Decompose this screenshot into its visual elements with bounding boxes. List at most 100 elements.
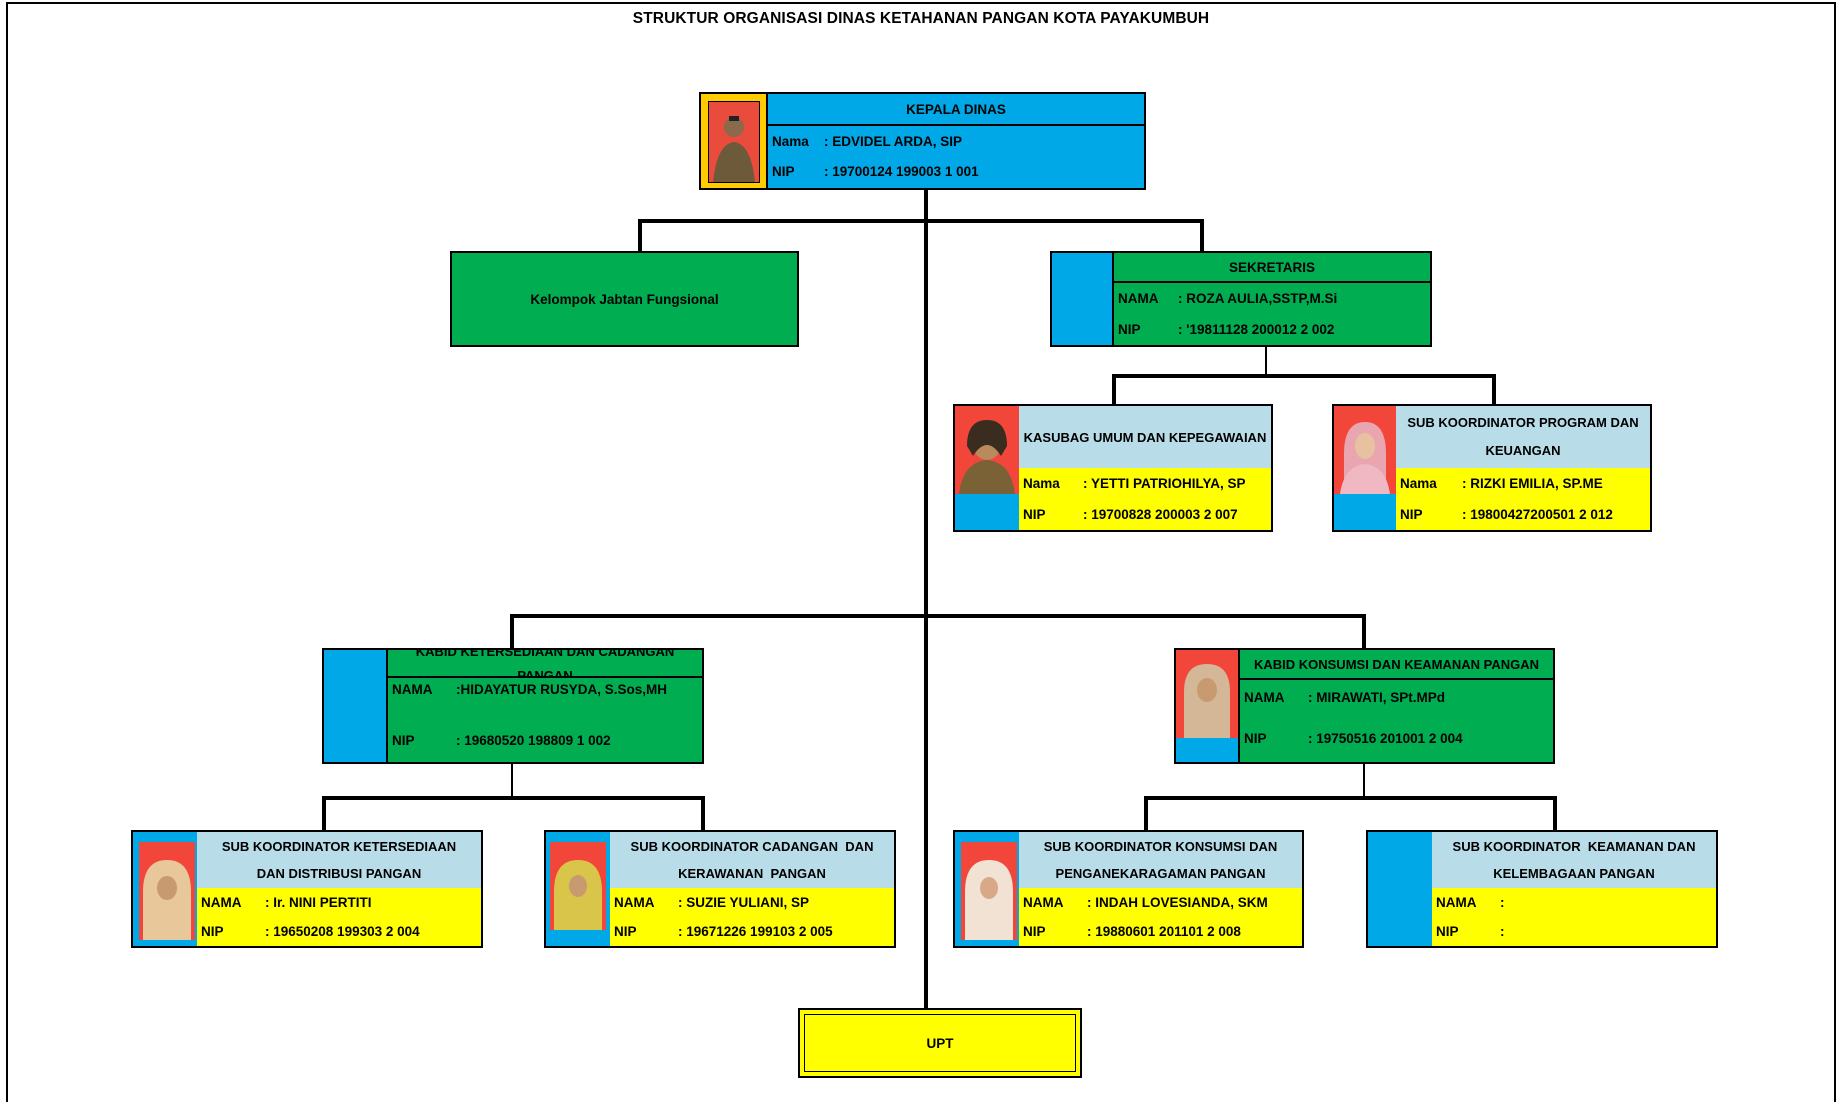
nama-value: : YETTI PATRIOHILYA, SP xyxy=(1083,476,1246,491)
kabid-ketersediaan-box: KABID KETERSEDIAAN DAN CADANGAN PANGAN N… xyxy=(322,648,704,764)
program-nama-row: Nama : RIZKI EMILIA, SP.ME xyxy=(1396,468,1650,499)
sub-ketersediaan-header-line1: SUB KOORDINATOR KETERSEDIAAN xyxy=(221,839,457,854)
kabid-ketersediaan-header-line2: PANGAN xyxy=(517,668,573,678)
program-photo xyxy=(1334,406,1396,494)
fungsional-label: Kelompok Jabtan Fungsional xyxy=(530,291,719,307)
sekretaris-box: SEKRETARIS NAMA : ROZA AULIA,SSTP,M.Si N… xyxy=(1050,251,1432,347)
nama-value: : EDVIDEL ARDA, SIP xyxy=(824,133,963,149)
kepala-dinas-box: KEPALA DINAS Nama : EDVIDEL ARDA, SIP NI… xyxy=(699,92,1146,190)
kabid-konsumsi-nama-row: NAMA : MIRAWATI, SPt.MPd xyxy=(1240,680,1553,714)
nip-label: NIP xyxy=(392,732,415,748)
sub-keamanan-header-line2: KELEMBAGAAN PANGAN xyxy=(1493,866,1655,881)
nama-label: NAMA xyxy=(1436,895,1477,910)
nama-value: : SUZIE YULIANI, SP xyxy=(678,895,810,910)
program-box: SUB KOORDINATOR PROGRAM DAN KEUANGAN Nam… xyxy=(1332,404,1652,532)
sub-konsumsi-nama-row: NAMA : INDAH LOVESIANDA, SKM xyxy=(1019,888,1302,917)
kabid-ketersediaan-header-line1: KABID KETERSEDIAAN DAN CADANGAN xyxy=(415,650,675,659)
kepala-header: KEPALA DINAS xyxy=(768,94,1144,126)
sub-keamanan-header-line1: SUB KOORDINATOR KEAMANAN DAN xyxy=(1452,839,1696,854)
sub-cadangan-header-line2: KERAWANAN PANGAN xyxy=(678,866,826,881)
person-icon xyxy=(554,860,602,930)
chart-title: STRUKTUR ORGANISASI DINAS KETAHANAN PANG… xyxy=(632,10,1210,27)
sub-keamanan-photo xyxy=(1368,832,1432,946)
sub-keamanan-box: SUB KOORDINATOR KEAMANAN DAN KELEMBAGAAN… xyxy=(1366,830,1718,948)
sub-konsumsi-header-line2: PENGANEKARAGAMAN PANGAN xyxy=(1055,866,1266,881)
sub-ketersediaan-box: SUB KOORDINATOR KETERSEDIAAN DAN DISTRIB… xyxy=(131,830,483,948)
nip-label: NIP xyxy=(1023,924,1046,939)
nip-label: NIP xyxy=(1436,924,1459,939)
person-icon xyxy=(1340,422,1390,494)
nama-value: :HIDAYATUR RUSYDA, S.Sos,MH xyxy=(456,682,668,697)
kabid-konsumsi-box: KABID KONSUMSI DAN KEAMANAN PANGAN NAMA … xyxy=(1174,648,1555,764)
nip-value: : '19811128 200012 2 002 xyxy=(1178,322,1335,337)
nip-value: : 19700828 200003 2 007 xyxy=(1083,507,1238,522)
nip-value: : 19650208 199303 2 004 xyxy=(265,924,420,939)
kabid-ketersediaan-nip-row: NIP : 19680520 198809 1 002 xyxy=(388,718,702,762)
nama-label: Nama xyxy=(1400,476,1437,491)
nip-label: NIP xyxy=(1023,507,1046,522)
sub-cadangan-nip-row: NIP : 19671226 199103 2 005 xyxy=(610,917,894,946)
nama-label: Nama xyxy=(772,133,809,149)
nip-value: : 19680520 198809 1 002 xyxy=(456,732,611,748)
nip-value: : xyxy=(1500,924,1505,939)
person-icon xyxy=(1184,664,1230,738)
nip-label: NIP xyxy=(201,924,224,939)
nama-label: NAMA xyxy=(1118,291,1159,306)
sub-cadangan-header: SUB KOORDINATOR CADANGAN DAN KERAWANAN P… xyxy=(610,832,894,888)
kasubag-photo xyxy=(955,406,1019,494)
nama-value: : Ir. NINI PERTITI xyxy=(265,895,372,910)
sub-keamanan-nip-row: NIP : xyxy=(1432,917,1716,946)
kabid-ketersediaan-photo xyxy=(324,650,388,762)
nama-value: : RIZKI EMILIA, SP.ME xyxy=(1462,476,1603,491)
program-header: SUB KOORDINATOR PROGRAM DAN KEUANGAN xyxy=(1396,406,1650,468)
nip-label: NIP xyxy=(1400,507,1423,522)
kepala-photo xyxy=(701,94,768,188)
program-header-line2: KEUANGAN xyxy=(1485,443,1561,458)
nip-label: NIP xyxy=(1118,322,1141,337)
sub-konsumsi-nip-row: NIP : 19880601 201101 2 008 xyxy=(1019,917,1302,946)
kasubag-nama-row: Nama : YETTI PATRIOHILYA, SP xyxy=(1019,468,1271,499)
chart-frame xyxy=(6,2,1836,1102)
nama-label: NAMA xyxy=(614,895,655,910)
sub-ketersediaan-header: SUB KOORDINATOR KETERSEDIAAN DAN DISTRIB… xyxy=(197,832,481,888)
nip-label: NIP xyxy=(1244,730,1267,746)
sub-konsumsi-photo xyxy=(961,842,1017,940)
person-icon xyxy=(965,860,1013,940)
kasubag-box: KASUBAG UMUM DAN KEPEGAWAIAN Nama : YETT… xyxy=(953,404,1273,532)
nip-value: : 19700124 199003 1 001 xyxy=(824,163,979,179)
kabid-ketersediaan-nama-row: NAMA :HIDAYATUR RUSYDA, S.Sos,MH xyxy=(388,678,702,718)
nama-value: : ROZA AULIA,SSTP,M.Si xyxy=(1178,291,1338,306)
program-header-line1: SUB KOORDINATOR PROGRAM DAN xyxy=(1407,415,1639,430)
sub-konsumsi-header: SUB KOORDINATOR KONSUMSI DAN PENGANEKARA… xyxy=(1019,832,1302,888)
sekretaris-nama-row: NAMA : ROZA AULIA,SSTP,M.Si xyxy=(1114,283,1430,314)
nip-value: : 19750516 201001 2 004 xyxy=(1308,730,1463,746)
sekretaris-header: SEKRETARIS xyxy=(1114,253,1430,283)
nama-label: NAMA xyxy=(1244,689,1285,705)
nama-label: Nama xyxy=(1023,476,1060,491)
kasubag-header: KASUBAG UMUM DAN KEPEGAWAIAN xyxy=(1019,406,1271,468)
sub-ketersediaan-nama-row: NAMA : Ir. NINI PERTITI xyxy=(197,888,481,917)
person-icon xyxy=(713,116,755,182)
nama-value: : INDAH LOVESIANDA, SKM xyxy=(1087,895,1268,910)
fungsional-box: Kelompok Jabtan Fungsional xyxy=(450,251,799,347)
sub-keamanan-header: SUB KOORDINATOR KEAMANAN DAN KELEMBAGAAN… xyxy=(1432,832,1716,888)
nip-value: : 19671226 199103 2 005 xyxy=(678,924,833,939)
nama-label: NAMA xyxy=(1023,895,1064,910)
sub-ketersediaan-photo xyxy=(139,842,195,940)
program-nip-row: NIP : 19800427200501 2 012 xyxy=(1396,499,1650,530)
kabid-ketersediaan-header: KABID KETERSEDIAAN DAN CADANGAN PANGAN xyxy=(388,650,702,678)
sub-keamanan-nama-row: NAMA : xyxy=(1432,888,1716,917)
sub-cadangan-nama-row: NAMA : SUZIE YULIANI, SP xyxy=(610,888,894,917)
nip-label: NIP xyxy=(772,163,795,179)
sub-cadangan-header-line1: SUB KOORDINATOR CADANGAN DAN xyxy=(630,839,874,854)
upt-label: UPT xyxy=(926,1035,954,1051)
nama-value: : MIRAWATI, SPt.MPd xyxy=(1308,689,1445,705)
sekretaris-photo xyxy=(1052,253,1114,345)
sub-konsumsi-box: SUB KOORDINATOR KONSUMSI DAN PENGANEKARA… xyxy=(953,830,1304,948)
upt-inner-border xyxy=(804,1014,1076,1072)
kabid-konsumsi-header: KABID KONSUMSI DAN KEAMANAN PANGAN xyxy=(1240,650,1553,680)
nip-value: : 19800427200501 2 012 xyxy=(1462,507,1613,522)
nama-label: NAMA xyxy=(392,682,433,697)
kepala-nip-row: NIP : 19700124 199003 1 001 xyxy=(768,156,1144,186)
